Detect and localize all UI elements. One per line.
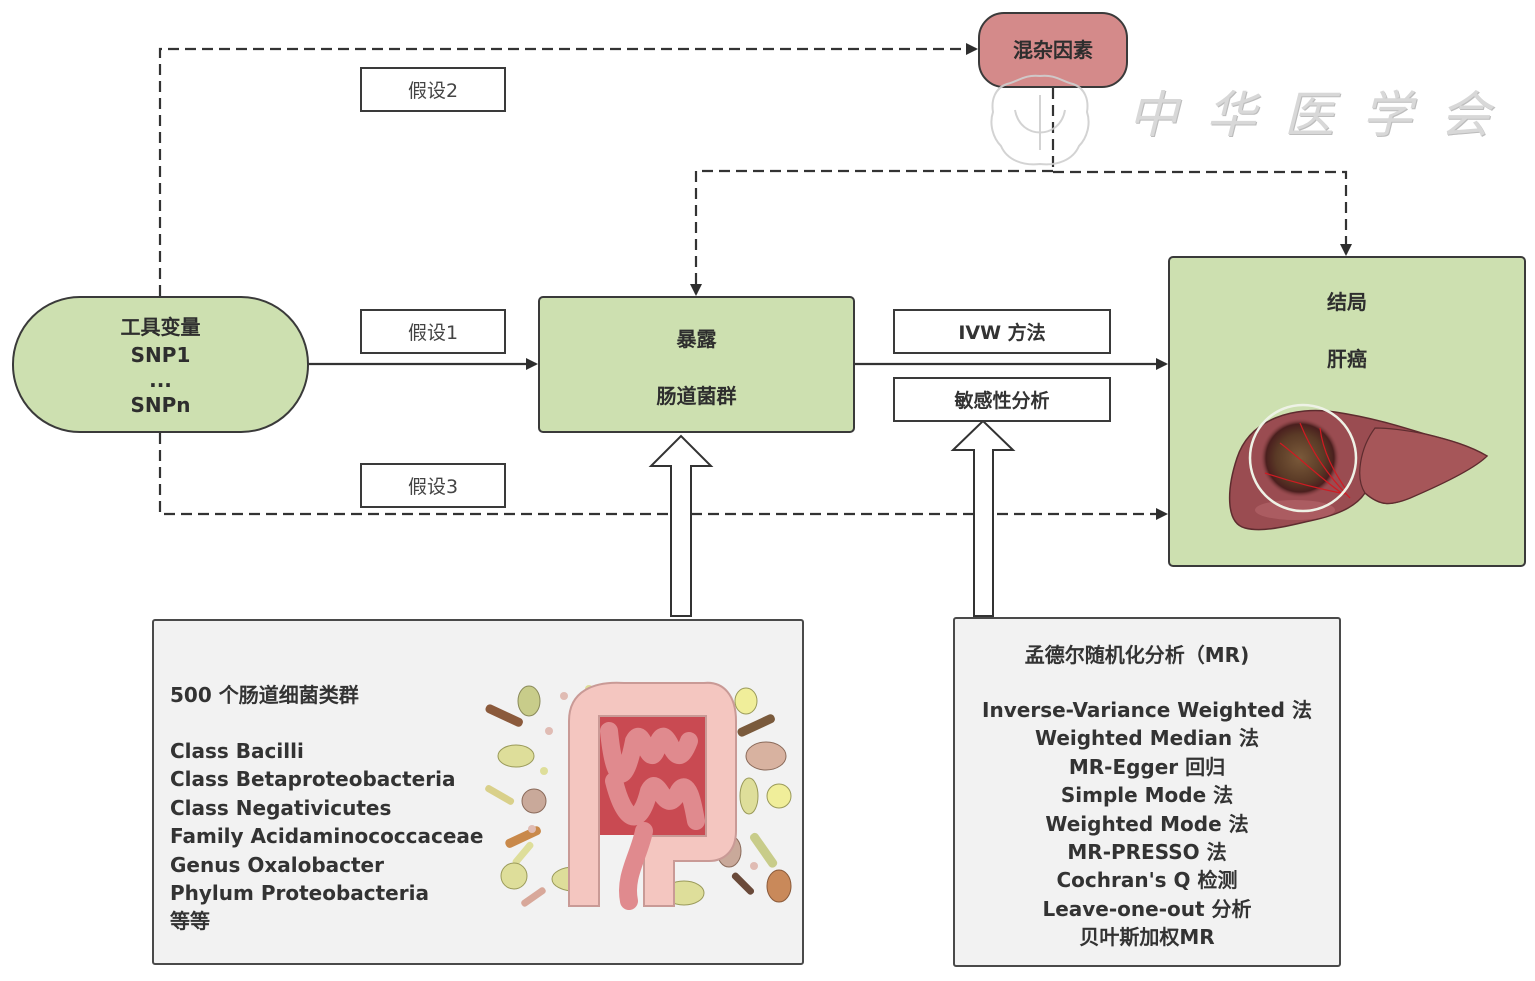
instrument-snp-last: SNPn [130,392,191,417]
block-arrow-microbiota-to-exposure [648,434,714,617]
microbiota-item: Phylum Proteobacteria [170,881,429,906]
mr-method-item: Leave-one-out 分析 [1042,896,1252,921]
ivw-method-label: IVW 方法 [893,309,1111,354]
mr-method-item: MR-PRESSO 法 [1067,840,1227,865]
dashed-arrow-confounder-to-exposure [690,169,1053,296]
outcome-subtitle: 肝癌 [1327,347,1367,371]
mr-heading: 孟德尔随机化分析（MR) [1024,643,1250,667]
sensitivity-analysis-label: 敏感性分析 [893,377,1111,422]
block-arrow-mr-to-sensitivity [950,419,1016,617]
confounder-node: 混杂因素 [978,12,1128,88]
mr-method-item: Inverse-Variance Weighted 法 [982,698,1312,722]
mr-methods-panel: 孟德尔随机化分析（MR) Inverse-Variance Weighted 法… [953,617,1341,967]
society-seal-icon [990,74,1090,166]
assumption-1-text: 假设1 [407,322,459,344]
assumption-3-text: 假设3 [407,476,459,498]
ivw-method-text: IVW 方法 [958,322,1046,344]
instrument-snp-first: SNP1 [130,342,191,367]
mr-method-item: Weighted Median 法 [1034,726,1260,751]
gut-microbiota-illustration [485,681,792,910]
microbiota-item: Family Acidaminococcaceae [170,824,484,849]
mr-method-item: Cochran's Q 检测 [1056,868,1238,893]
mr-method-item: Simple Mode 法 [1060,783,1234,808]
microbiota-panel: 500 个肠道细菌类群 Class Bacilli Class Betaprot… [152,619,804,965]
microbiota-item: 等等 [170,909,210,934]
exposure-subtitle: 肠道菌群 [656,384,737,408]
outcome-node: 结局 肝癌 [1168,256,1526,567]
blood-vessels [1264,422,1351,499]
microbiota-heading: 500 个肠道细菌类群 [170,683,359,707]
mr-method-list: Inverse-Variance Weighted 法 Weighted Med… [955,696,1339,952]
tumor-highlight-ring [1248,403,1358,513]
mr-method-item: Weighted Mode 法 [1045,811,1249,836]
mr-method-item: 贝叶斯加权MR [1079,925,1215,950]
exposure-title: 暴露 [676,327,717,351]
instrument-title: 工具变量 [120,314,201,339]
microbiota-item: Class Bacilli [170,739,304,763]
society-watermark-text: 中华医学会 [1128,86,1518,144]
sensitivity-analysis-text: 敏感性分析 [954,390,1050,412]
dashed-arrow-confounder-to-outcome [1053,170,1352,256]
microbiota-item: Class Negativicutes [170,795,392,820]
microbiota-item: Genus Oxalobacter [170,852,384,877]
dashed-arrow-instrument-to-outcome [158,433,1168,520]
instrument-ellipsis: ... [149,367,172,392]
dashed-arrow-instrument-to-confounder [158,43,978,296]
confounder-title: 混杂因素 [1013,38,1093,62]
liver-right-lobe [1359,427,1488,504]
bacteria-cluster [485,685,792,907]
microbiota-item: Class Betaproteobacteria [170,767,456,792]
mr-method-item: MR-Egger 回归 [1068,754,1226,779]
small-intestine [600,722,705,910]
large-intestine [568,681,737,907]
assumption-2-label: 假设2 [360,67,506,112]
exposure-node: 暴露 肠道菌群 [538,296,855,433]
outcome-title: 结局 [1327,290,1367,314]
liver-cancer-illustration [1228,403,1489,531]
instrument-variable-node: 工具变量 SNP1 ... SNPn [12,296,309,433]
assumption-2-text: 假设2 [407,80,459,102]
assumption-1-label: 假设1 [360,309,506,354]
assumption-3-label: 假设3 [360,463,506,508]
microbiota-list: Class Bacilli Class Betaproteobacteria C… [170,737,484,936]
